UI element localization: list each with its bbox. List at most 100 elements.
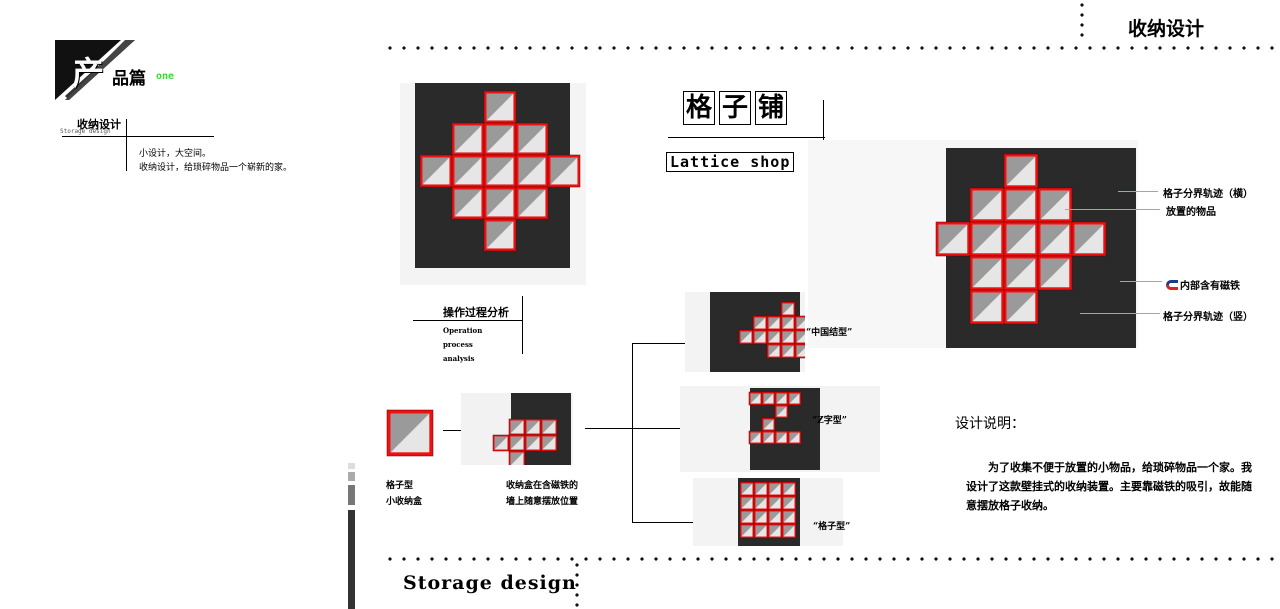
corner-title: 收纳设计 <box>1128 18 1205 40</box>
shelf-cell <box>1003 187 1039 223</box>
shelf-cell <box>1037 255 1073 291</box>
brand-divider-h <box>668 137 825 138</box>
shelf-cell <box>794 343 810 359</box>
shelf-cell <box>766 329 782 345</box>
shelf-cell <box>508 418 526 436</box>
single-box-render <box>386 408 434 458</box>
shelf-cell <box>451 154 485 188</box>
variant-render-z <box>680 386 880 472</box>
shelf-cell <box>739 509 755 525</box>
shelf-cell <box>781 523 797 539</box>
shelf-cell <box>483 186 517 220</box>
brand-char: 格 <box>683 91 716 125</box>
shelf-cell <box>540 434 558 452</box>
wall-label-line: 收纳盒在含磁铁的 <box>506 481 579 491</box>
shelf-cell <box>524 434 542 452</box>
shelf-cell <box>483 218 517 252</box>
section-divider-v2 <box>126 137 127 171</box>
shelf-cell <box>752 315 768 331</box>
shelf-cell <box>483 154 517 188</box>
section-title-en: Storage design <box>60 128 111 135</box>
shelf-cell <box>515 154 549 188</box>
dotted-divider-top <box>383 46 1280 50</box>
section-line-1: 小设计，大空间。 <box>139 149 212 159</box>
section-title-cn: 收纳设计 <box>77 118 121 131</box>
shelf-cell <box>739 481 755 497</box>
section-divider-h <box>62 136 214 137</box>
shelf-cell <box>780 315 796 331</box>
shelf-cell <box>483 90 517 124</box>
wall-label: 收纳盒在含磁铁的 墙上随意摆放位置 <box>506 478 578 510</box>
shelf-cell <box>1003 221 1039 257</box>
variant-label: “中国结型” <box>806 328 853 338</box>
shelf-cell <box>781 509 797 525</box>
magnet-icon <box>1165 276 1179 290</box>
guide-line <box>1120 281 1162 282</box>
shelf-cell <box>748 391 763 406</box>
shelf-cell <box>766 315 782 331</box>
guide-line <box>1065 209 1160 210</box>
process-divider-v <box>522 296 523 354</box>
guide-line <box>1118 191 1158 192</box>
wall-render <box>461 393 573 468</box>
brand-char: 铺 <box>755 91 788 125</box>
shelf-cell <box>969 255 1005 291</box>
shelf-cell <box>1037 187 1073 223</box>
tree-trunk <box>632 343 633 523</box>
shelf-cell <box>386 409 434 457</box>
decor-bar <box>348 472 355 481</box>
shelf-cell <box>787 391 802 406</box>
shelf-cell <box>774 391 789 406</box>
shelf-cell <box>969 187 1005 223</box>
product-render-main <box>400 83 586 285</box>
shelf-cell <box>1003 153 1039 189</box>
shelf-cell <box>774 404 789 419</box>
process-title-en: Operation process analysis <box>443 324 482 366</box>
shelf-cell <box>774 430 789 445</box>
shelf-cell <box>969 289 1005 325</box>
shelf-cell <box>739 523 755 539</box>
variant-render-knot <box>685 292 810 372</box>
process-en-line: analysis <box>443 354 475 363</box>
shelf-cell <box>419 154 453 188</box>
decor-bar <box>348 485 355 505</box>
shelf-cell <box>738 329 754 345</box>
brand-char: 子 <box>719 91 752 125</box>
shelf-cell <box>515 122 549 156</box>
shelf-cell <box>766 343 782 359</box>
shelf-cell <box>739 495 755 511</box>
shelf-cell <box>1071 221 1107 257</box>
shelf-cell <box>935 221 971 257</box>
shelf-cell <box>451 122 485 156</box>
shelf-cell <box>1003 255 1039 291</box>
annotation-track-horizontal: 格子分界轨迹（横） <box>1163 189 1253 200</box>
product-render-annotated <box>808 140 1138 348</box>
process-en-line: process <box>443 340 473 349</box>
dotted-divider-corner <box>1080 0 1084 42</box>
shelf-cell <box>753 481 769 497</box>
chapter-logo <box>55 40 135 100</box>
footer-title: Storage design <box>403 572 577 594</box>
process-en-line: Operation <box>443 326 483 335</box>
shelf-cell <box>794 315 810 331</box>
process-title-cn: 操作过程分析 <box>443 306 509 319</box>
shelf-cell <box>451 186 485 220</box>
shelf-cell <box>780 329 796 345</box>
shelf-cell <box>508 450 526 468</box>
guide-line <box>1080 313 1160 314</box>
wall-label-line: 墙上随意摆放位置 <box>506 497 579 507</box>
shelf-cell <box>547 154 581 188</box>
description-title: 设计说明： <box>955 416 1025 432</box>
shelf-cell <box>761 391 776 406</box>
shelf-cell <box>753 495 769 511</box>
shelf-cell <box>752 329 768 345</box>
annotation-track-vertical: 格子分界轨迹（竖） <box>1163 312 1253 323</box>
brand-subtitle: Lattice shop <box>666 152 795 172</box>
shelf-cell <box>767 509 783 525</box>
tree-branch <box>632 343 707 344</box>
shelf-cell <box>781 481 797 497</box>
variant-label: “Z字型” <box>812 416 847 426</box>
connector-line <box>585 428 633 429</box>
shelf-cell <box>524 418 542 436</box>
shelf-cell <box>1037 221 1073 257</box>
